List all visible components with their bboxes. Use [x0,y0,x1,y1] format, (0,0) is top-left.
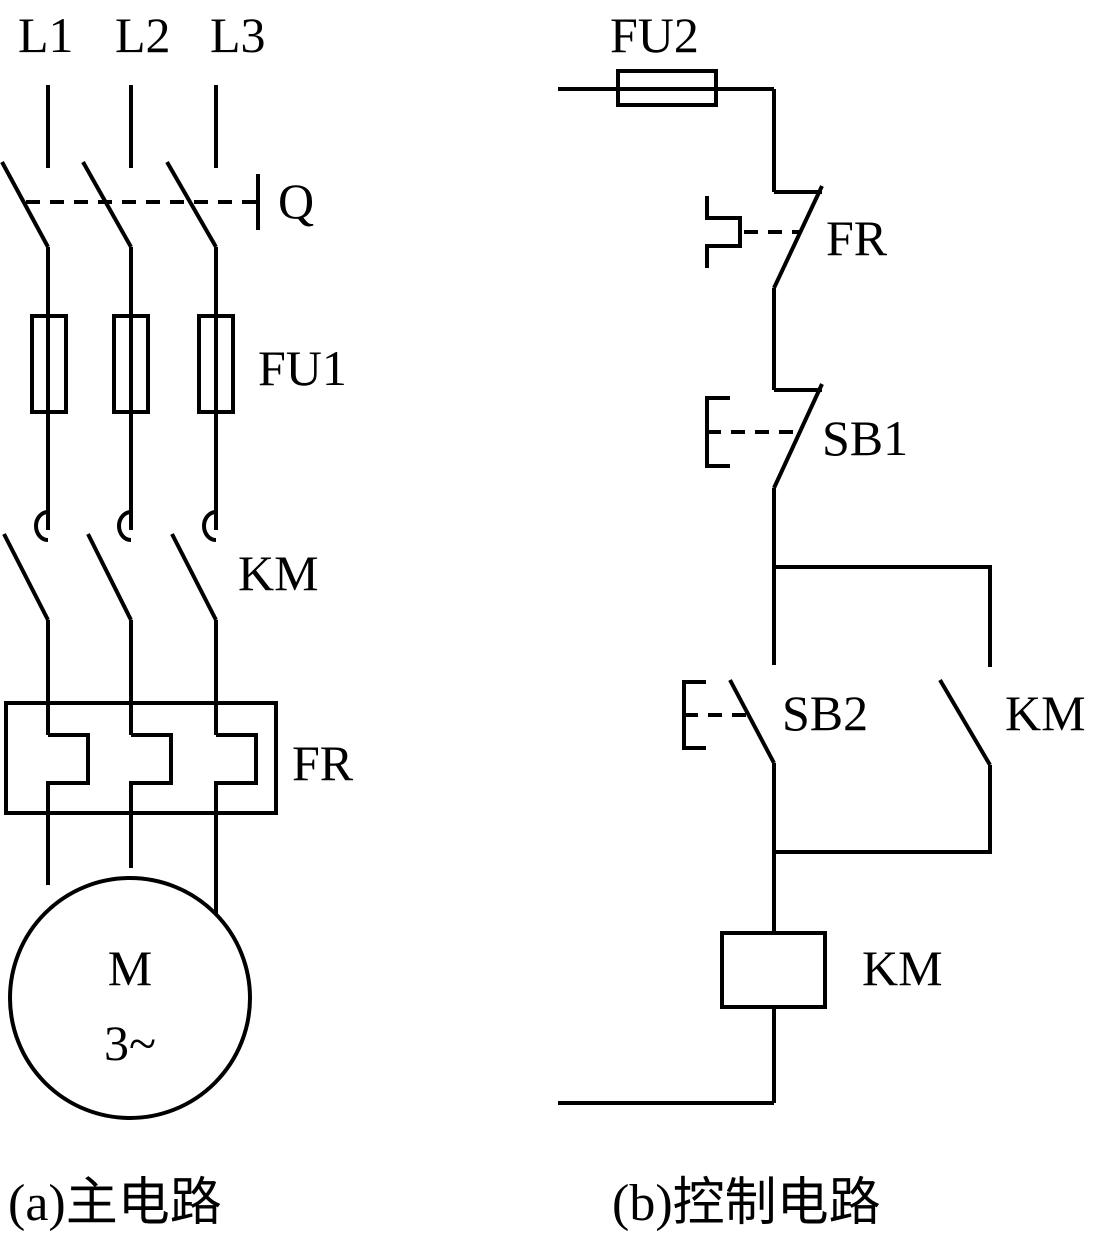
fuses-fu1 [30,314,235,414]
contactor-km-main [2,510,218,621]
lines-to-relay [46,620,218,735]
start-button-label-sb2: SB2 [782,685,868,741]
phase-label-l1: L1 [18,7,74,63]
motor [8,876,252,1120]
fuse-fu2 [558,69,776,192]
phase-label-l3: L3 [210,7,266,63]
switch-label-q: Q [278,173,314,229]
thermal-relay-fr [4,701,278,915]
motor-name: M [108,940,152,996]
relay-contact-fr [705,185,824,390]
relay-label-fr: FR [292,735,354,791]
contactor-label-km: KM [238,545,319,601]
parallel-branch [774,565,992,854]
start-button-sb2 [682,679,776,933]
motor-phases: 3~ [104,1015,156,1071]
fuse-label-fu1: FU1 [258,340,347,396]
stop-button-sb1 [705,383,824,665]
control-circuit: FU2 FR SB1 [558,7,1086,1232]
lines-to-contactor [46,412,218,530]
main-circuit: L1 L2 L3 Q [0,7,354,1232]
caption-control-circuit: (b)控制电路 [612,1175,881,1232]
fuse-label-fu2: FU2 [610,7,699,63]
relay-contact-label-fr: FR [826,210,888,266]
incoming-lines [46,85,218,168]
caption-main-circuit: (a)主电路 [8,1175,222,1232]
coil-km [558,931,827,1105]
lines-to-fuses [46,247,218,316]
holding-contact-km [938,678,992,767]
coil-label-km: KM [862,940,943,996]
phase-label-l2: L2 [115,7,171,63]
stop-button-label-sb1: SB1 [822,410,908,466]
holding-contact-label-km: KM [1005,685,1086,741]
switch-q [0,161,260,248]
